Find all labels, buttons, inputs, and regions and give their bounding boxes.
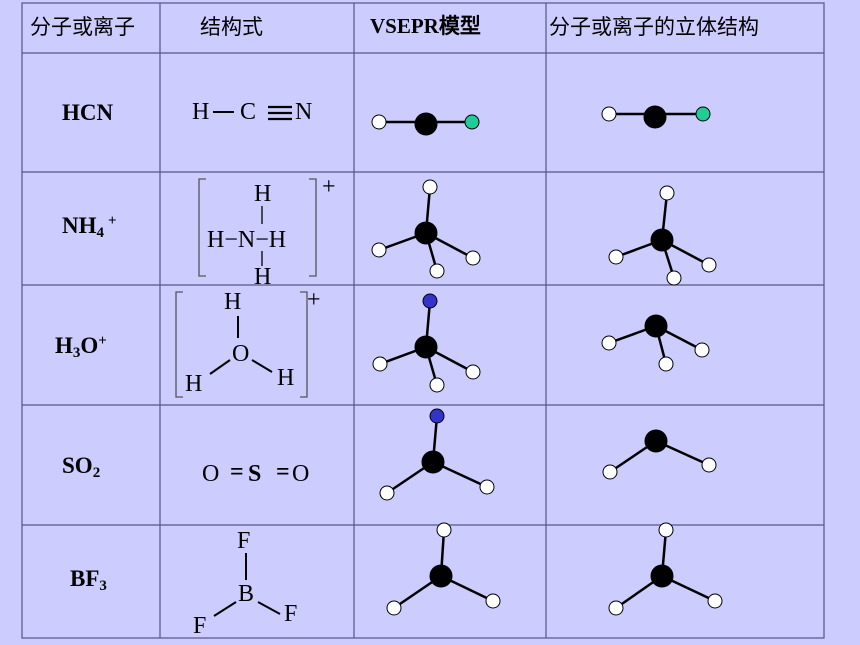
bf3-b: B [238,581,255,607]
header-3d-structure: 分子或离子的立体结构 [549,15,759,39]
bond-o-h-right [251,359,273,373]
left-bracket [175,291,183,398]
row-name-bf3: BF3 [70,566,107,594]
so2-o1: O [202,461,220,487]
so2-double-bond: = [276,459,290,485]
nh4-bottom-h: H [254,264,272,290]
h3o-top-h: H [224,289,242,315]
nh4-charge: + [322,174,336,200]
hcn-n: N [295,99,313,125]
header-molecule: 分子或离子 [30,15,135,39]
table-border [21,2,825,639]
bf3-left-f: F [193,613,207,639]
hcn-h: H [192,99,210,125]
h3o-charge: + [307,287,321,313]
row-name-h3o: H3O+ [55,333,107,361]
bf3-right-f: F [284,601,298,627]
so2-s: S [248,461,262,487]
nh4-middle: H−N−H [207,227,287,253]
right-bracket [309,178,317,277]
h3o-o: O [232,341,250,367]
bond-o-h-left [209,359,231,375]
left-bracket [198,178,206,277]
row-name-so2: SO2 [62,453,101,481]
row-name-nh4: NH4+ [62,213,117,241]
bf3-top-f: F [237,528,251,554]
h3o-left-h: H [185,371,203,397]
bond-b-f-left [213,601,237,617]
hcn-c: C [240,99,257,125]
so2-o2: O [292,461,310,487]
header-vsepr-model: VSEPR模型 [370,14,481,38]
so2-double-bond: = [230,459,244,485]
h3o-right-h: H [277,365,295,391]
header-structural-formula: 结构式 [200,15,263,39]
row-name-hcn: HCN [62,100,114,125]
bond-b-f-right [257,601,281,615]
right-bracket [300,291,308,398]
nh4-top-h: H [254,181,272,207]
